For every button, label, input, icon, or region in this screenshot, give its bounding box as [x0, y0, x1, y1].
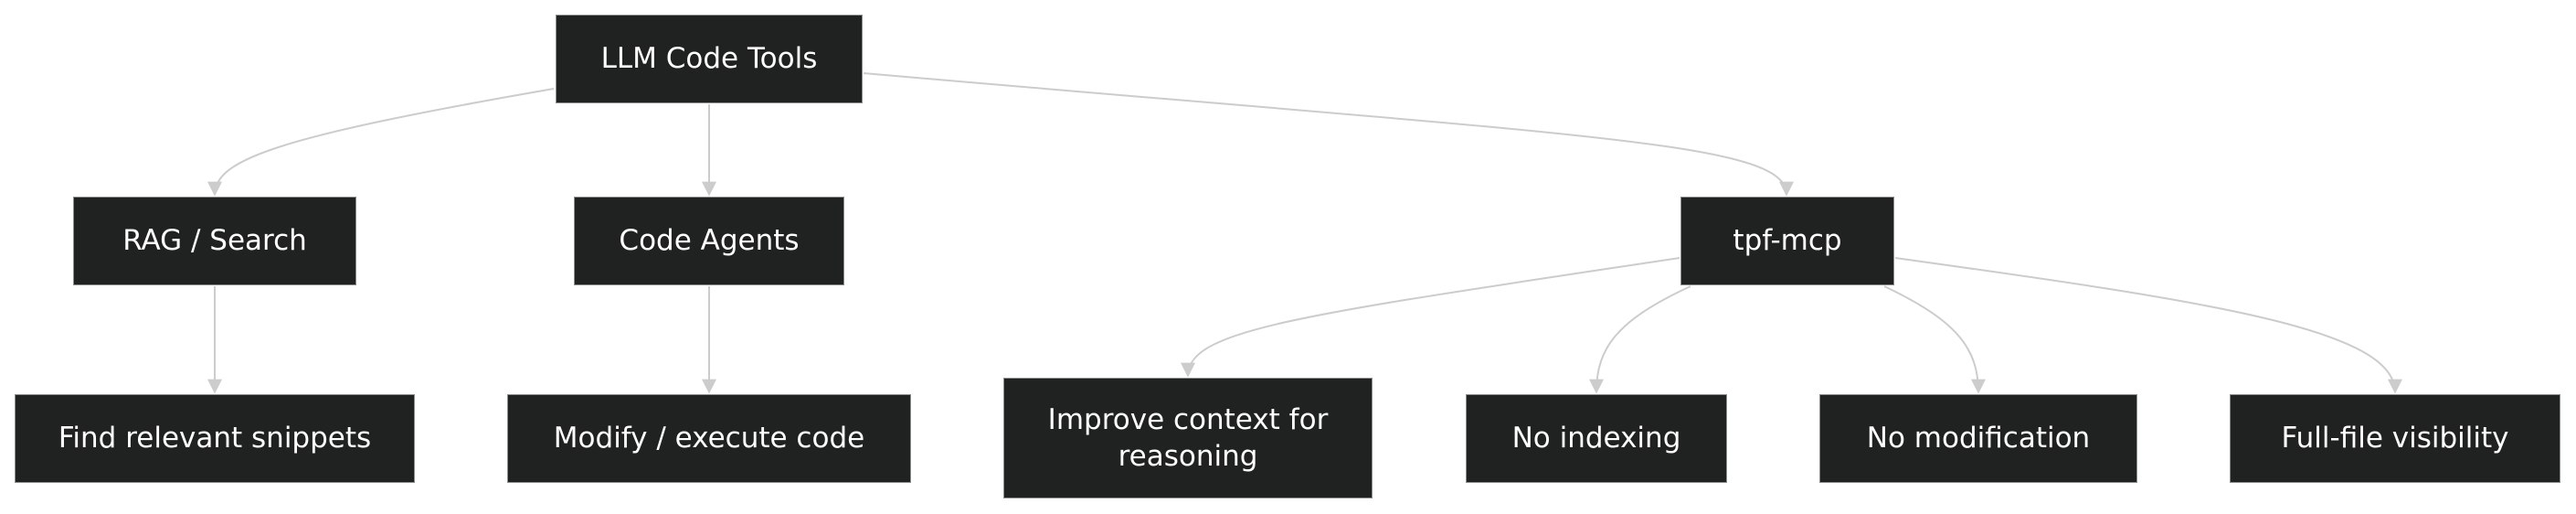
- edge-root-tpf: [863, 72, 1794, 197]
- edge-root-rag: [207, 88, 555, 197]
- node-find-relevant-snippets: Find relevant snippets: [15, 394, 415, 483]
- node-label: No modification: [1866, 422, 2091, 455]
- edge-tpf-full-file: [1894, 257, 2402, 394]
- node-label: RAG / Search: [122, 224, 307, 258]
- node-rag-search: RAG / Search: [73, 197, 356, 285]
- node-label: Find relevant snippets: [58, 422, 372, 455]
- node-modify-execute-code: Modify / execute code: [507, 394, 911, 483]
- node-label: No indexing: [1511, 422, 1681, 455]
- node-label: Full-file visibility: [2281, 422, 2509, 455]
- edge-tpf-improve: [1181, 257, 1680, 378]
- node-label: LLM Code Tools: [600, 42, 818, 76]
- node-no-modification: No modification: [1819, 394, 2137, 483]
- node-label: Modify / execute code: [553, 422, 865, 455]
- node-full-file-visibility: Full-file visibility: [2230, 394, 2560, 483]
- node-no-indexing: No indexing: [1466, 394, 1727, 483]
- node-label: tpf-mcp: [1733, 224, 1842, 258]
- edge-tpf-no-indexing: [1589, 285, 1691, 394]
- node-llm-code-tools: LLM Code Tools: [556, 15, 863, 103]
- node-improve-context: Improve context for reasoning: [1003, 378, 1373, 498]
- node-code-agents: Code Agents: [574, 197, 844, 285]
- edge-tpf-no-modification: [1883, 285, 1986, 394]
- node-label: Code Agents: [619, 224, 800, 258]
- node-label: Improve context for reasoning: [1047, 402, 1329, 473]
- node-tpf-mcp: tpf-mcp: [1680, 197, 1894, 285]
